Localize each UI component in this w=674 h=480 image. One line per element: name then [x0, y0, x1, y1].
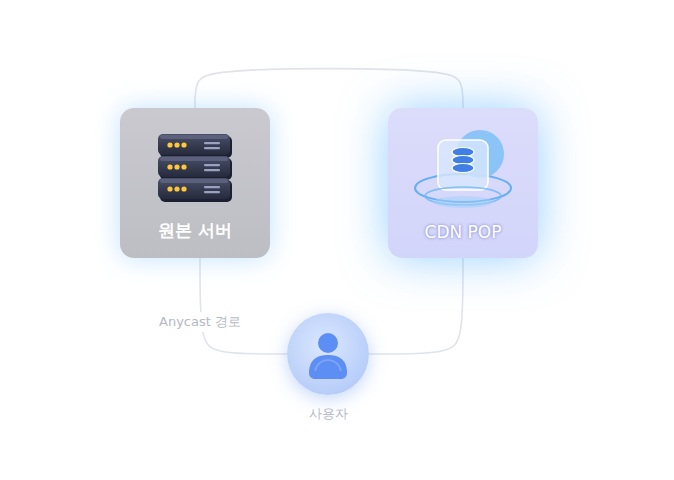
- user-icon: [287, 313, 369, 395]
- node-label: 원본 서버: [120, 219, 270, 242]
- node-label: CDN POP: [388, 222, 538, 242]
- edge-label: Anycast 경로: [155, 312, 245, 332]
- connector-line: [369, 258, 463, 354]
- connector-line: [195, 69, 463, 108]
- connector-line: [200, 258, 287, 354]
- node-caption: 사용자: [257, 405, 399, 423]
- cdn-box: CDN POP: [388, 108, 538, 258]
- server-box: 원본 서버: [120, 108, 270, 258]
- user-circle: 사용자: [287, 313, 369, 395]
